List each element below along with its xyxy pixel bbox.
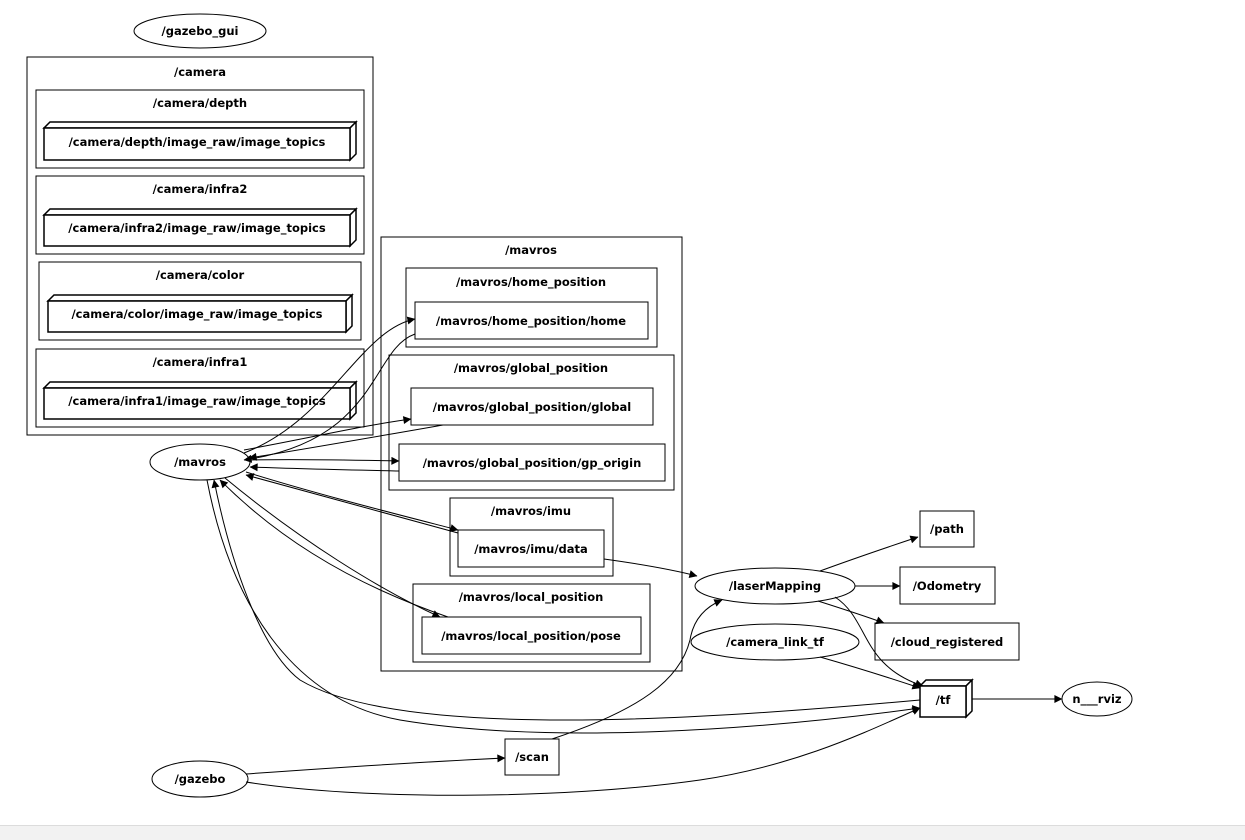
topic-path-label: /path [930, 522, 964, 536]
topic-camera-infra1-image-topics-label: /camera/infra1/image_raw/image_topics [68, 394, 326, 409]
topic-odometry[interactable]: /Odometry [899, 566, 996, 605]
topic-camera-infra2-image-topics[interactable]: /camera/infra2/image_raw/image_topics [42, 207, 358, 248]
cluster-camera-infra1: /camera/infra1 [35, 348, 365, 428]
cluster-camera: /camera [26, 56, 374, 436]
edge-imu-to-laser-mapping [603, 558, 698, 578]
topic-mavros-local-position-pose-label: /mavros/local_position/pose [441, 629, 621, 644]
topic-mavros-global-position-gp-origin[interactable]: /mavros/global_position/gp_origin [398, 443, 666, 482]
cluster-camera-color: /camera/color [38, 261, 362, 341]
node-rviz[interactable]: n___rviz [1061, 681, 1133, 717]
cluster-mavros-imu-label: /mavros/imu [491, 504, 571, 518]
edge-mavros-to-gp-origin [249, 456, 400, 465]
cluster-camera-label: /camera [174, 65, 226, 79]
node-gazebo-gui[interactable]: /gazebo_gui [133, 13, 267, 49]
edge-gazebo-to-scan [245, 754, 506, 775]
topic-camera-depth-image-topics[interactable]: /camera/depth/image_raw/image_topics [42, 120, 358, 162]
edge-mavros-to-tf [206, 479, 921, 734]
cluster-mavros-home-position-label: /mavros/home_position [456, 275, 606, 290]
topic-scan[interactable]: /scan [504, 738, 560, 776]
topic-tf[interactable]: /tf [918, 678, 974, 719]
edge-mavros-to-global [243, 416, 412, 451]
node-rviz-label: n___rviz [1072, 692, 1122, 707]
edge-imu-to-mavros [245, 473, 459, 534]
edge-laser-mapping-to-path [819, 535, 919, 572]
topic-mavros-home-position-home-label: /mavros/home_position/home [436, 314, 626, 329]
edge-mavros-to-home [243, 316, 416, 454]
edge-gazebo-to-tf [245, 707, 921, 796]
edges [206, 316, 1063, 796]
cluster-camera-depth: /camera/depth [35, 89, 365, 169]
cluster-camera-infra1-label: /camera/infra1 [153, 355, 248, 369]
edge-laser-mapping-to-tf [834, 596, 924, 688]
node-mavros-label: /mavros [174, 455, 226, 469]
cluster-camera-infra2-label: /camera/infra2 [153, 182, 248, 196]
cluster-mavros-label: /mavros [505, 243, 557, 257]
node-camera-link-tf-label: /camera_link_tf [726, 635, 825, 650]
topic-path[interactable]: /path [919, 510, 975, 548]
cluster-mavros-local-position: /mavros/local_position [412, 583, 651, 663]
cluster-mavros-global-position-label: /mavros/global_position [454, 361, 608, 376]
edge-pose-to-mavros [219, 479, 449, 618]
topic-mavros-global-position-global-label: /mavros/global_position/global [433, 400, 631, 415]
status-bar [0, 825, 1245, 840]
topic-mavros-home-position-home[interactable]: /mavros/home_position/home [414, 301, 649, 340]
edge-global-to-mavros [248, 424, 444, 461]
cluster-mavros-home-position: /mavros/home_position [405, 267, 658, 348]
edge-home-to-mavros [243, 333, 416, 463]
topic-mavros-global-position-global[interactable]: /mavros/global_position/global [410, 387, 654, 426]
node-camera-link-tf[interactable]: /camera_link_tf [690, 623, 860, 661]
topic-camera-color-image-topics[interactable]: /camera/color/image_raw/image_topics [46, 293, 354, 334]
topic-camera-color-image-topics-label: /camera/color/image_raw/image_topics [71, 307, 322, 322]
cluster-camera-depth-label: /camera/depth [153, 96, 247, 110]
edge-tf-to-mavros [211, 479, 921, 721]
edge-scan-to-laser-mapping [551, 599, 723, 740]
node-laser-mapping-label: /laserMapping [729, 579, 821, 593]
topic-mavros-global-position-gp-origin-label: /mavros/global_position/gp_origin [423, 456, 642, 471]
topic-scan-label: /scan [515, 750, 549, 764]
node-gazebo[interactable]: /gazebo [151, 760, 249, 798]
node-laser-mapping[interactable]: /laserMapping [694, 567, 856, 605]
topic-cloud-registered-label: /cloud_registered [891, 635, 1004, 650]
cluster-camera-color-label: /camera/color [156, 268, 245, 282]
cluster-mavros: /mavros [380, 236, 683, 672]
topic-mavros-imu-data-label: /mavros/imu/data [474, 542, 588, 556]
edge-gp-origin-to-mavros [249, 463, 400, 472]
topic-mavros-local-position-pose[interactable]: /mavros/local_position/pose [421, 616, 642, 655]
topic-cloud-registered[interactable]: /cloud_registered [874, 622, 1020, 661]
cluster-mavros-imu: /mavros/imu [449, 497, 614, 577]
edge-camera-link-tf-to-tf [819, 656, 921, 690]
topic-camera-depth-image-topics-label: /camera/depth/image_raw/image_topics [69, 135, 326, 150]
edge-mavros-to-imu [245, 471, 459, 532]
node-gazebo-label: /gazebo [175, 772, 226, 786]
topic-tf-label: /tf [936, 693, 952, 707]
topic-mavros-imu-data[interactable]: /mavros/imu/data [457, 529, 605, 568]
topic-camera-infra2-image-topics-label: /camera/infra2/image_raw/image_topics [68, 221, 326, 236]
cluster-mavros-local-position-label: /mavros/local_position [459, 590, 604, 605]
node-mavros[interactable]: /mavros [149, 443, 251, 481]
node-gazebo-gui-label: /gazebo_gui [162, 24, 239, 39]
topic-odometry-label: /Odometry [913, 579, 982, 593]
cluster-camera-infra2: /camera/infra2 [35, 175, 365, 255]
topic-camera-infra1-image-topics[interactable]: /camera/infra1/image_raw/image_topics [42, 380, 358, 421]
